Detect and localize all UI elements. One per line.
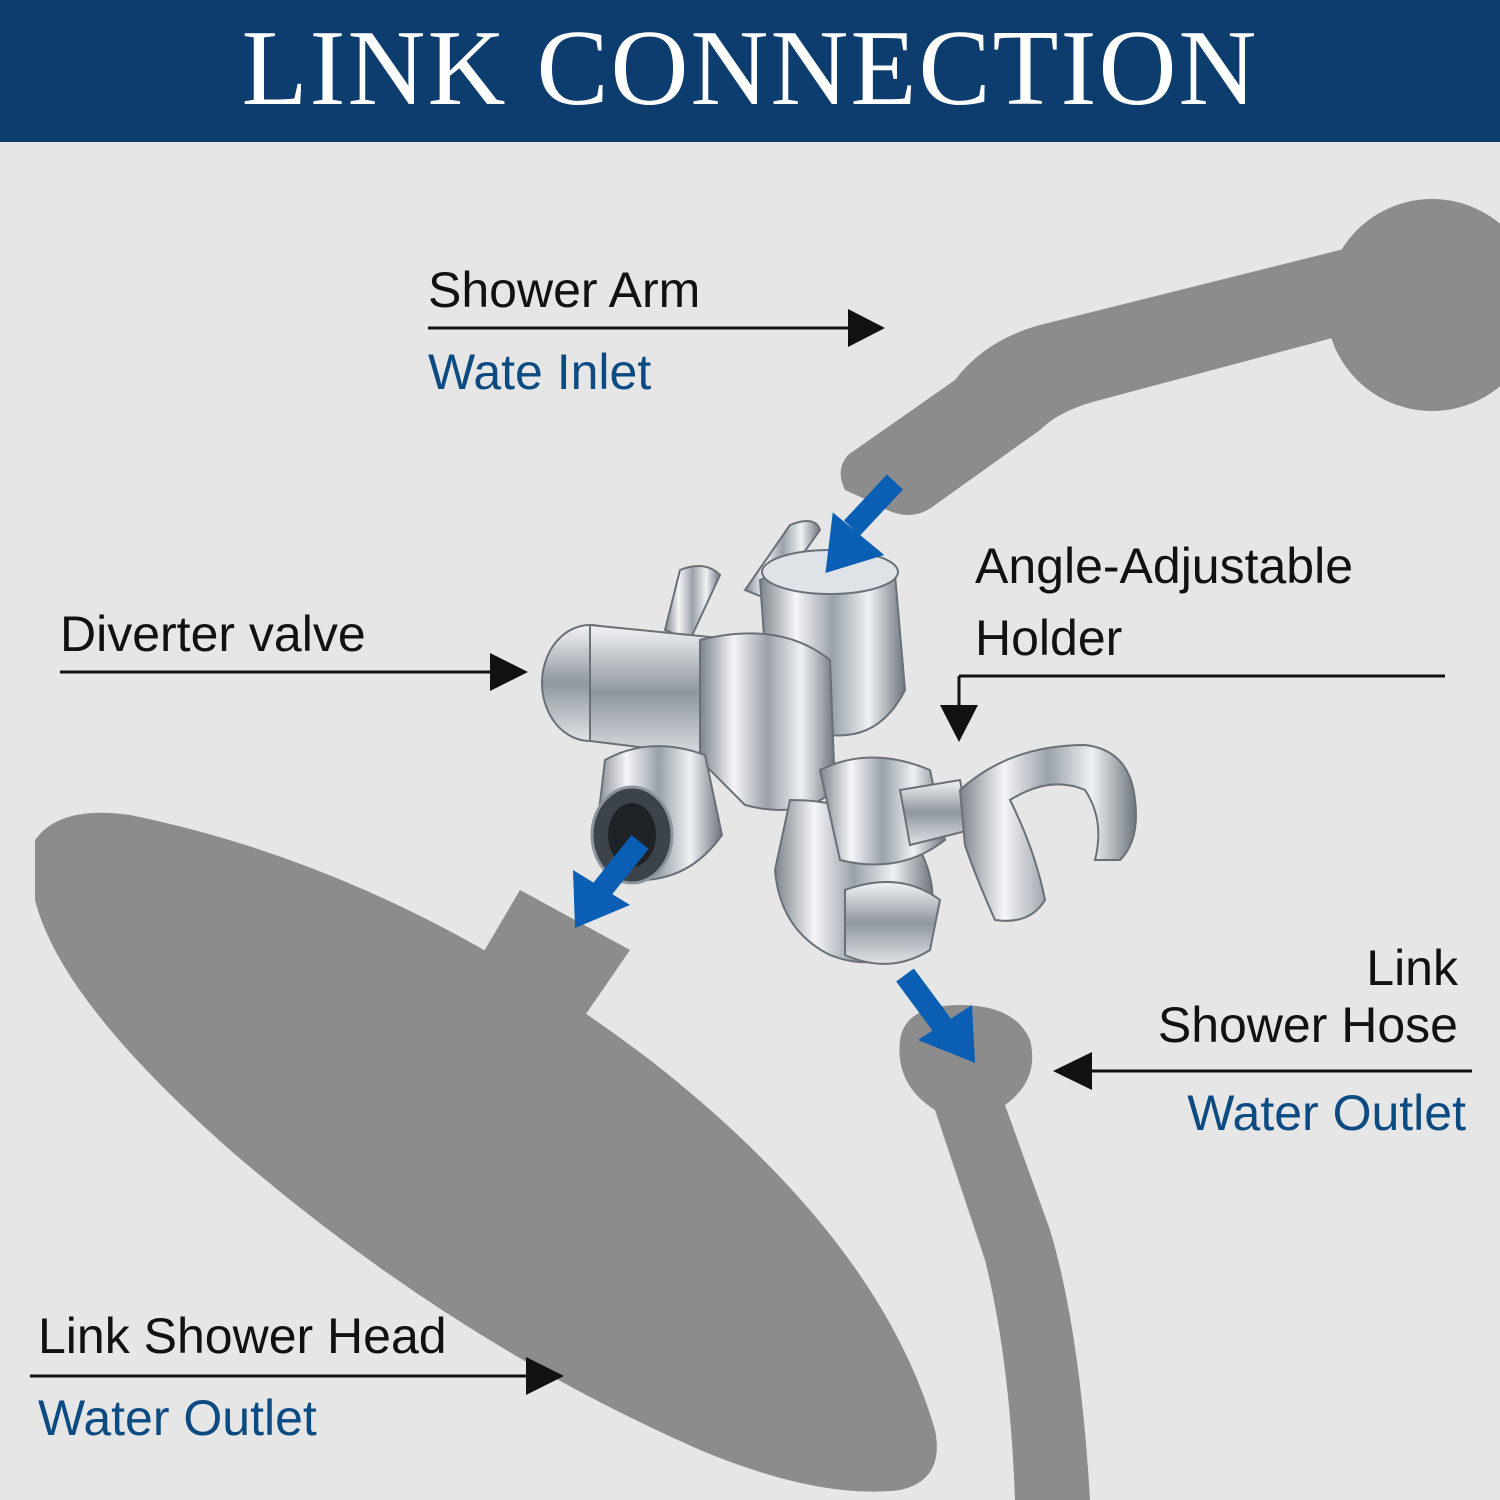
head-sublabel: Water Outlet <box>38 1390 317 1446</box>
pointer-hose <box>1053 1052 1472 1090</box>
flow-arrow-inlet <box>825 474 904 573</box>
shower-head-silhouette <box>35 812 937 1492</box>
hose-label-line1: Link <box>1366 940 1458 996</box>
flow-arrow-head-outlet <box>573 835 649 928</box>
holder-label-line2: Holder <box>975 610 1123 666</box>
flow-arrow-hose-outlet <box>896 968 975 1063</box>
hose-sublabel: Water Outlet <box>1187 1085 1466 1141</box>
connection-illustration <box>30 199 1500 1500</box>
holder-label-line1: Angle-Adjustable <box>975 538 1354 594</box>
pointer-shower-arm <box>428 309 885 347</box>
diverter-label: Diverter valve <box>60 606 366 662</box>
shower-arm-sublabel: Wate Inlet <box>428 344 652 400</box>
shower-arm-silhouette <box>840 199 1500 515</box>
hose-label-line2: Shower Hose <box>1157 997 1458 1053</box>
pointer-diverter <box>60 653 528 691</box>
hose-silhouette <box>899 1005 1090 1500</box>
title-banner: LINK CONNECTION <box>0 0 1500 142</box>
shower-arm-label: Shower Arm <box>428 262 701 318</box>
pointer-head <box>30 1357 564 1395</box>
head-label: Link Shower Head <box>38 1308 447 1364</box>
page-title: LINK CONNECTION <box>241 9 1259 128</box>
pointer-holder <box>940 674 1445 742</box>
